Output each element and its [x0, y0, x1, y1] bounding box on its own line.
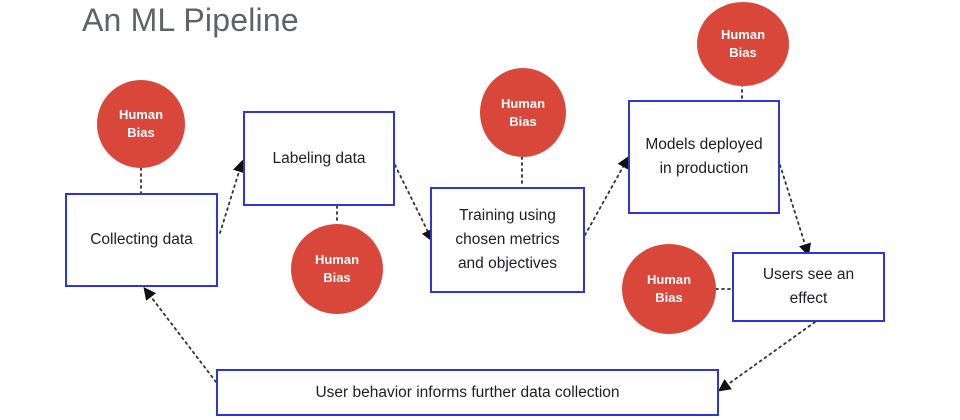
step-users-see-effect: Users see an effect [732, 252, 885, 322]
arrow-users-to-feedback [717, 321, 816, 392]
human-bias-labeling: Human Bias [291, 224, 383, 314]
arrow-training-to-deployed [584, 155, 630, 236]
human-bias-deployed: Human Bias [697, 2, 789, 86]
step-collecting-data: Collecting data [65, 193, 218, 287]
arrow-feedback-to-collecting [143, 286, 217, 383]
step-user-behavior-feedback: User behavior informs further data colle… [216, 369, 719, 416]
step-models-deployed: Models deployed in production [628, 100, 780, 214]
arrow-collecting-to-labeling [219, 159, 246, 234]
step-training: Training using chosen metrics and object… [430, 187, 585, 293]
arrow-labeling-to-training [394, 164, 434, 243]
human-bias-collecting: Human Bias [97, 80, 185, 168]
human-bias-training: Human Bias [480, 68, 566, 157]
page-title: An ML Pipeline [82, 2, 299, 38]
human-bias-users: Human Bias [622, 244, 716, 334]
arrow-deployed-to-users [779, 164, 811, 257]
step-labeling-data: Labeling data [243, 111, 395, 206]
